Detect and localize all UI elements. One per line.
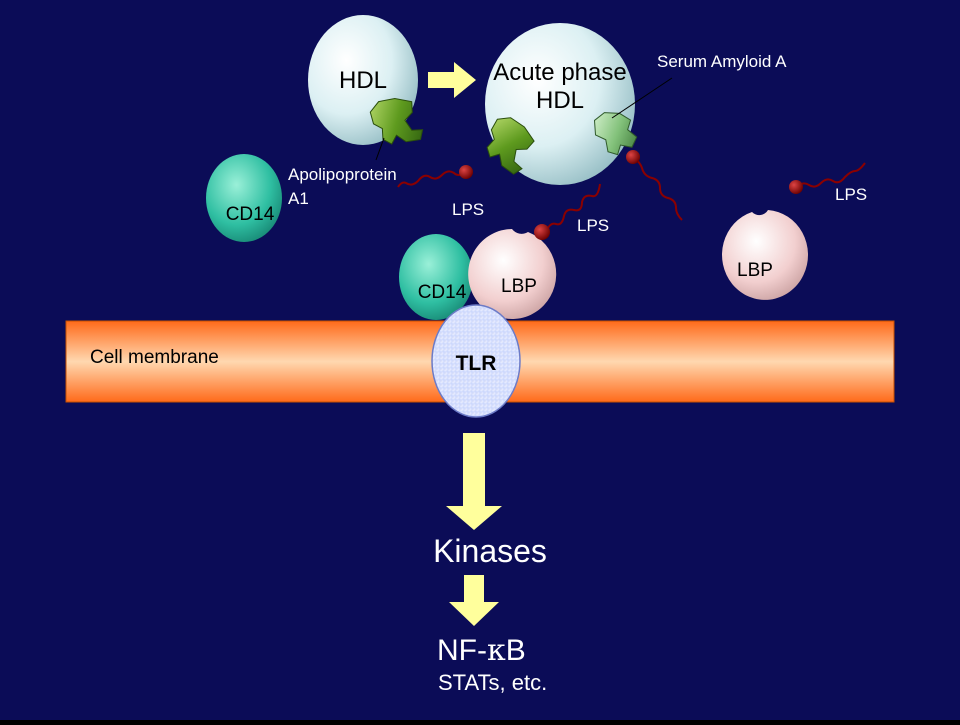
kinases-label: Kinases: [433, 533, 547, 569]
cell-membrane-label: Cell membrane: [90, 347, 219, 368]
apolipoprotein-a1-on-acute-hdl: [486, 117, 535, 175]
stats-label: STATs, etc.: [438, 670, 547, 695]
tlr-receptor: [431, 304, 521, 418]
serum-amyloid-a-label: Serum Amyloid A: [657, 52, 787, 71]
acute-phase-label-line1: Acute phase: [493, 59, 626, 86]
conversion-arrow: [428, 62, 476, 98]
apolipoprotein-label-line1: Apolipoprotein: [288, 165, 397, 184]
lbp-bound: [468, 229, 557, 319]
apolipoprotein-label-line2: A1: [288, 189, 309, 208]
lps-label-center: LPS: [577, 216, 609, 235]
acute-phase-label-line2: HDL: [536, 87, 584, 114]
lps-head-saa: [626, 150, 640, 164]
hdl-label: HDL: [339, 67, 387, 94]
cd14-free-label: CD14: [226, 204, 275, 225]
lps-chain-left: [397, 170, 467, 188]
tlr-label: TLR: [456, 352, 497, 375]
apolipoprotein-a1-on-hdl: [369, 97, 424, 145]
nfkb-prefix: NF-: [437, 634, 487, 667]
lps-chain-saa: [633, 157, 683, 221]
nfkb-kappa: κ: [487, 633, 506, 668]
cd14-bound: [399, 234, 473, 320]
lps-label-right: LPS: [835, 185, 867, 204]
lbp-free-label: LBP: [737, 260, 773, 281]
lbp-free: [722, 210, 809, 300]
cd14-bound-label: CD14: [418, 282, 467, 303]
lbp-bound-label: LBP: [501, 276, 537, 297]
apolipoprotein-pointer: [375, 137, 385, 161]
nfkb-suffix: B: [506, 634, 526, 667]
lps-chain-center: [545, 183, 601, 233]
signal-arrow-kinases: [446, 433, 502, 530]
lps-head-center: [534, 224, 550, 240]
cd14-free: [206, 154, 282, 242]
saa-pointer: [611, 77, 673, 119]
nfkb-label: NF-κB: [437, 633, 526, 668]
lps-head-left: [459, 165, 473, 179]
signal-arrow-nfkb: [449, 575, 499, 626]
lps-head-right: [789, 180, 803, 194]
lps-chain-right: [796, 162, 866, 188]
lps-label-left: LPS: [452, 200, 484, 219]
